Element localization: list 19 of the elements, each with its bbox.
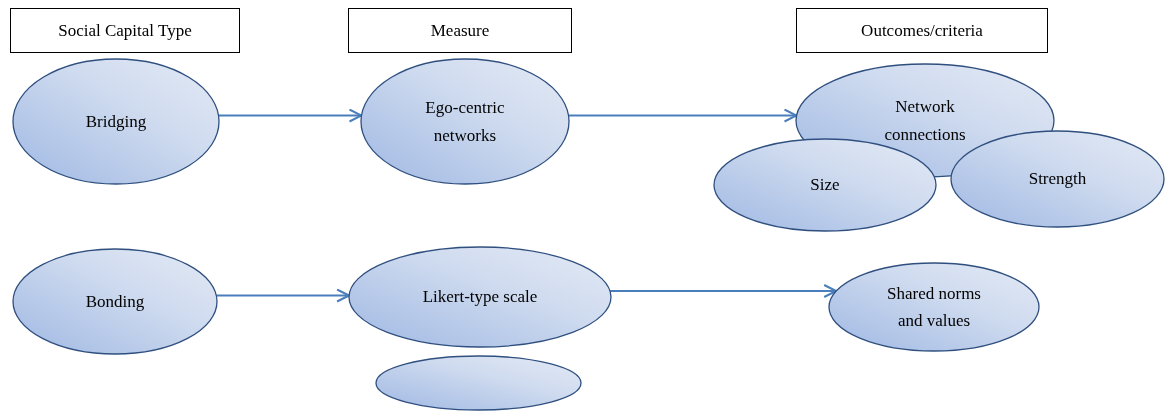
ellipse-node (12, 248, 218, 355)
ellipse-node (713, 138, 937, 232)
node-label: Likert-type scale (422, 286, 538, 309)
node-label: Network connections (883, 96, 967, 146)
node-label: Bridging (85, 110, 147, 133)
column-header: Outcomes/criteria (796, 8, 1048, 53)
ellipse-node (360, 58, 570, 185)
node-label: Size (810, 174, 840, 197)
ellipse-node (348, 246, 612, 348)
ellipse-node (375, 355, 582, 411)
ellipse-node (12, 58, 220, 185)
node-label: Shared norms and values (886, 282, 982, 332)
node-label: Bonding (85, 290, 145, 313)
ellipse-node (828, 262, 1040, 352)
column-header: Measure (348, 8, 572, 53)
arrow (609, 284, 838, 298)
node-label: Ego-centric networks (424, 97, 506, 147)
column-header: Social Capital Type (10, 8, 240, 53)
node-label: Strength (1028, 168, 1087, 191)
